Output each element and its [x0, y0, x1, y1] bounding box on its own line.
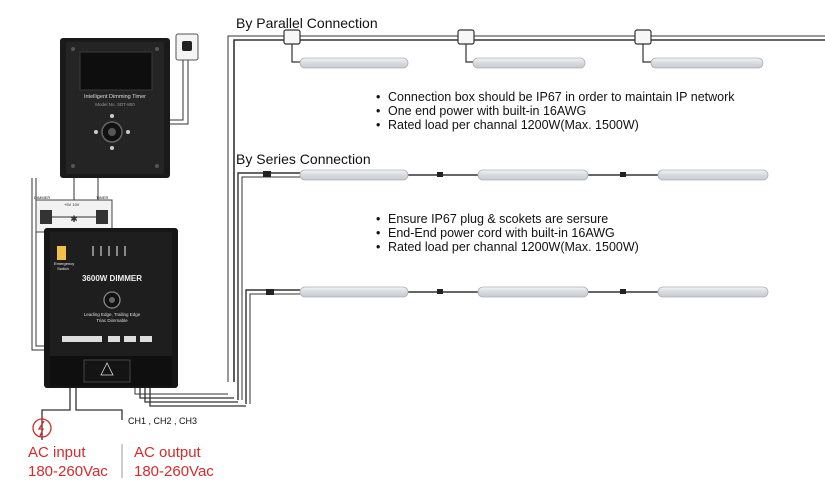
timer-model: Model No. SDT-800 [95, 102, 135, 107]
wall-socket [175, 33, 199, 61]
series-note: Ensure IP67 plug & scokets are sersure [376, 212, 639, 226]
channels-label: CH1 , CH2 , CH3 [128, 416, 198, 426]
dimmer-device [44, 228, 178, 388]
series-line-1 [237, 172, 660, 400]
ac-input-line2: 180-260Vac [28, 463, 108, 480]
timer-device [60, 38, 170, 178]
parallel-bus [227, 35, 825, 382]
parallel-drops [291, 38, 653, 63]
plug-connector [263, 171, 626, 295]
parallel-note: Rated load per channal 1200W(Max. 1500W) [376, 118, 735, 132]
parallel-notes: Connection box should be IP67 in order t… [376, 90, 735, 132]
series-line-2 [245, 289, 660, 404]
dimmer-subtitle-1: Leading Edge, Trailing Edge [83, 312, 141, 317]
ac-input-label: AC input 180-260Vac [28, 443, 108, 481]
svg-text:✱: ✱ [70, 214, 78, 224]
parallel-note: One end power with built-in 16AWG [376, 104, 735, 118]
junction-right-label: TIMER [96, 195, 109, 200]
parallel-note: Connection box should be IP67 in order t… [376, 90, 735, 104]
series-tube [299, 169, 769, 181]
junction-box [283, 29, 652, 45]
parallel-tube [299, 57, 764, 69]
timer-title: Intelligent Dimming Timer [83, 94, 147, 100]
series-tube [299, 286, 769, 298]
ac-output-line2: 180-260Vac [134, 463, 214, 480]
ac-wires [41, 388, 123, 440]
socket-wires [170, 58, 189, 125]
parallel-title: By Parallel Connection [236, 15, 378, 31]
series-note: Rated load per channal 1200W(Max. 1500W) [376, 240, 639, 254]
ac-input-line1: AC input [28, 444, 86, 461]
series-title: By Series Connection [236, 151, 371, 167]
power-source-icon [32, 418, 52, 438]
dimmer-subtitle-2: Triac Dimmable [96, 318, 128, 323]
ac-output-line1: AC output [134, 444, 201, 461]
dimmer-switch-label: Emergency Switch [54, 261, 75, 271]
dimmer-title: 3600W DIMMER [81, 274, 142, 283]
junction-mid-label: +5V 10V [64, 202, 80, 207]
junction-left-label: DIMMER [34, 195, 51, 200]
ac-output-label: AC output 180-260Vac [134, 443, 214, 481]
series-notes: Ensure IP67 plug & scokets are sersure E… [376, 212, 639, 254]
series-note: End-End power cord with built-in 16AWG [376, 226, 639, 240]
